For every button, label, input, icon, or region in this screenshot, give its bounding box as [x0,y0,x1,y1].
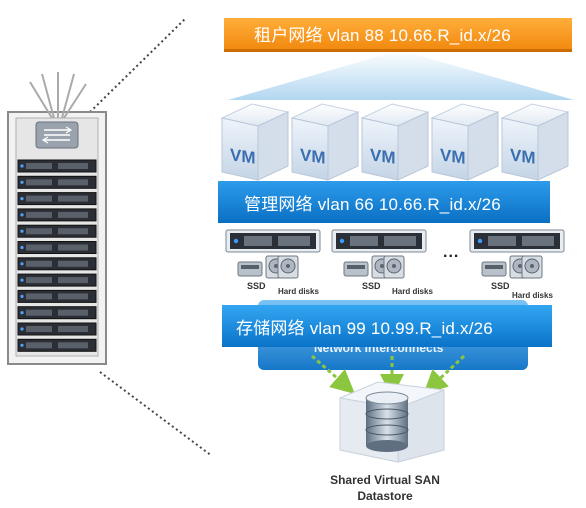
rack-server-unit [17,273,97,287]
rack-bottom-dotted-line [99,371,213,457]
rack-server-unit [17,208,97,222]
host-3-ssd-label: SSD [491,281,510,291]
vm-cube-icon: VM [360,103,430,181]
vm-label: VM [440,145,465,167]
host-server-icon [225,229,321,253]
storage-arrows [311,354,466,398]
host-1-hdd-label: Hard disks [278,287,319,296]
tenant-network-label: 租户网络 vlan 88 10.66.R_id.x/26 [254,26,511,45]
disk-icon [481,255,543,279]
rack-server-unit [17,241,97,254]
management-network-banner: 管理网络 vlan 66 10.66.R_id.x/26 [218,181,550,223]
rack-server-unit [17,175,97,189]
host-2-hdd-label: Hard disks [392,287,433,296]
storage-network-label: 存储网络 vlan 99 10.99.R_id.x/26 [236,318,493,338]
datastore-caption: Shared Virtual SAN Datastore [300,472,470,504]
storage-network-banner: 存储网络 vlan 99 10.99.R_id.x/26 [222,305,552,347]
host-1-ssd-label: SSD [247,281,266,291]
tenant-network-banner: 租户网络 vlan 88 10.66.R_id.x/26 [224,18,572,52]
vm-label: VM [370,145,395,167]
more-hosts-ellipsis: ... [443,244,460,261]
host-server-icon [469,229,565,253]
vm-label: VM [230,145,255,167]
rack-server-unit [17,192,97,206]
datastore-icon [339,381,445,463]
management-network-label: 管理网络 vlan 66 10.66.R_id.x/26 [244,194,501,214]
vm-cube-icon: VM [500,103,570,181]
rack-server-unit [17,289,97,303]
rack-server-unit [17,306,97,320]
vm-label: VM [510,145,535,167]
disk-icon [237,255,299,279]
network-switch-icon [29,72,87,149]
vm-cube-icon: VM [290,103,360,181]
host-server-icon [331,229,427,253]
rack-server-unit [17,224,97,238]
rack-server-unit [17,338,97,352]
rack-server-unit [17,159,97,173]
rack-top-dotted-line [89,17,187,113]
rack-server-unit [17,257,97,271]
host-3-hdd-label: Hard disks [512,291,553,300]
vm-fanout-triangle [228,50,574,100]
datastore-caption-line1: Shared Virtual SAN [330,473,440,487]
host-2-ssd-label: SSD [362,281,381,291]
vm-label: VM [300,145,325,167]
vm-cube-icon: VM [220,103,290,181]
datastore-caption-line2: Datastore [357,489,413,503]
server-rack [7,72,107,365]
rack-server-unit [17,322,97,336]
vm-cube-icon: VM [430,103,500,181]
disk-icon [343,255,405,279]
